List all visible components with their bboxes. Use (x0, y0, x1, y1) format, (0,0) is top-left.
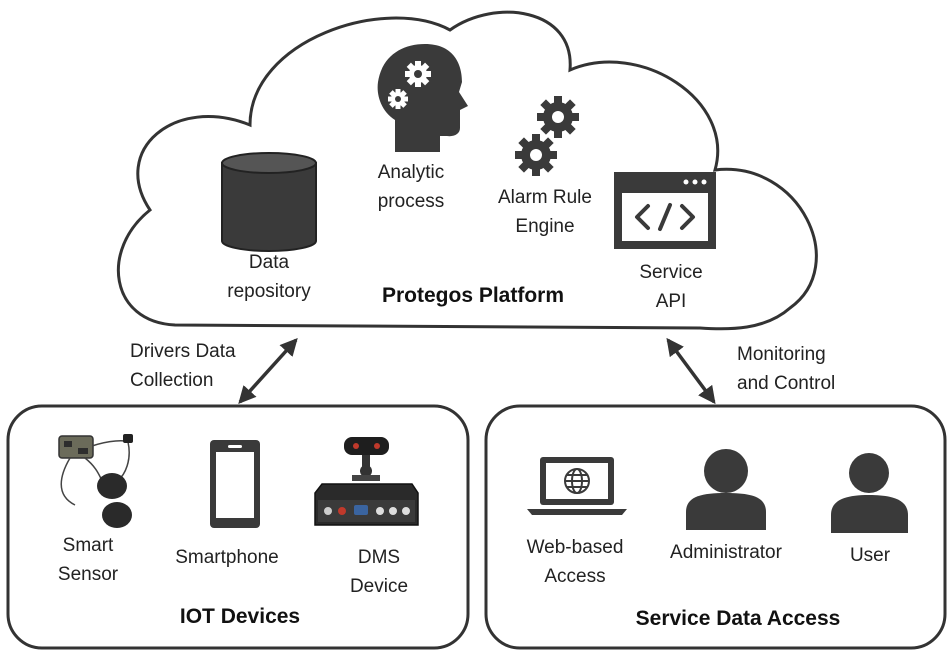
smart-sensor-label-line2: Sensor (57, 564, 119, 585)
service-api-label: Service API (610, 258, 732, 316)
administrator-icon (686, 449, 766, 530)
head-gears-icon (377, 44, 468, 152)
administrator-label: Administrator (650, 538, 802, 567)
dms-device-label: DMS Device (324, 543, 434, 601)
dms-device-label-line2: Device (349, 576, 409, 597)
analytic-process-label: Analytic process (340, 158, 482, 216)
web-access-label-line1: Web-based (526, 537, 624, 558)
web-access-label: Web-based Access (510, 533, 640, 591)
dms-device-label-line1: DMS (357, 547, 401, 568)
arrow-monitoring (666, 337, 716, 405)
service-api-label-line2: API (655, 291, 687, 312)
iot-devices-title: IOT Devices (179, 605, 301, 628)
administrator-label-line1: Administrator (670, 542, 782, 563)
smart-sensor-label-line1: Smart (62, 535, 114, 556)
alarm-rule-engine-label-line1: Alarm Rule (498, 187, 592, 208)
drivers-data-label-line2: Collection (130, 370, 214, 391)
smart-sensor-label: Smart Sensor (38, 531, 138, 589)
smartphone-label: Smartphone (160, 543, 294, 572)
data-repository-label: Data repository (196, 248, 342, 306)
monitoring-label-line2: and Control (737, 373, 836, 394)
smartphone-label-line1: Smartphone (175, 547, 279, 568)
smartphone-icon (210, 440, 260, 528)
alarm-rule-engine-label-line2: Engine (515, 216, 575, 237)
laptop-globe-icon (527, 457, 627, 515)
data-repository-label-line2: repository (227, 281, 311, 302)
code-window-icon (614, 172, 716, 249)
platform-title: Protegos Platform (381, 284, 565, 307)
analytic-process-label-line2: process (377, 191, 445, 212)
smart-sensor-icon (58, 434, 133, 528)
drivers-data-label-line1: Drivers Data (130, 341, 236, 362)
analytic-process-label-line1: Analytic (377, 162, 445, 183)
gears-icon (515, 96, 579, 176)
monitoring-label-line1: Monitoring (737, 344, 826, 365)
alarm-rule-engine-label: Alarm Rule Engine (472, 183, 618, 241)
service-api-label-line1: Service (639, 262, 703, 283)
data-repository-label-line1: Data (248, 252, 290, 273)
user-label: User (830, 541, 910, 570)
dms-device-icon (314, 437, 419, 526)
drivers-data-label: Drivers Data Collection (130, 337, 236, 395)
user-icon (831, 453, 908, 533)
arrow-drivers-data (238, 338, 298, 404)
monitoring-label: Monitoring and Control (737, 340, 835, 398)
user-label-line1: User (849, 545, 891, 566)
web-access-label-line2: Access (544, 566, 606, 587)
database-icon (221, 152, 317, 252)
service-access-title: Service Data Access (635, 607, 841, 630)
